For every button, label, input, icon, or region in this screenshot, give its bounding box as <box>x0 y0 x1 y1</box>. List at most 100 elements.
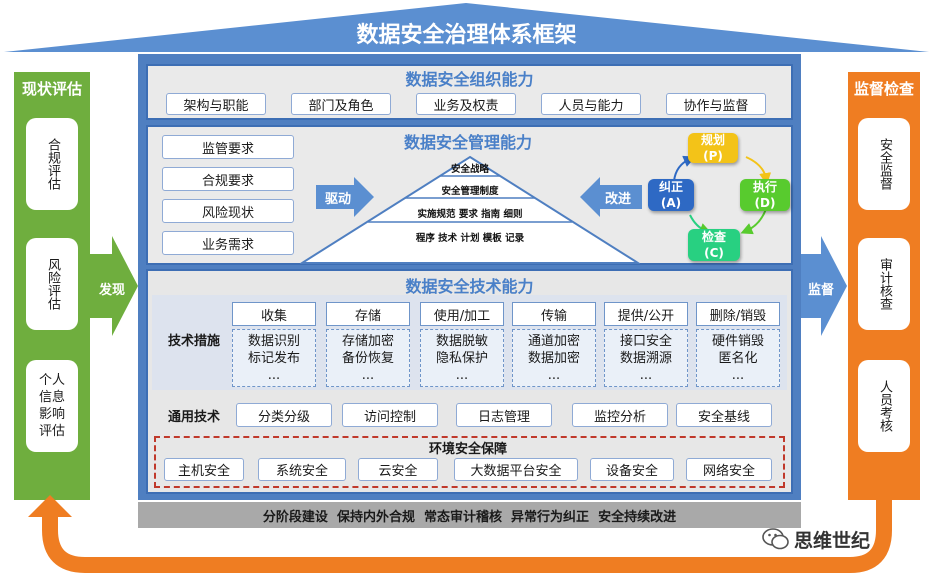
general-item: 分类分级 <box>236 403 332 427</box>
general-label: 通用技术 <box>167 409 220 425</box>
env-item: 设备安全 <box>590 458 674 481</box>
stage-body-line: 数据溯源 <box>619 350 672 366</box>
stage-body-line: 数据脱敏 <box>435 333 488 349</box>
pdca-do-name: 执行 <box>752 180 777 194</box>
general-item: 安全基线 <box>676 403 772 427</box>
stage-body-line: ... <box>547 367 561 383</box>
bottom-bar: 分阶段建设 保持内外合规 常态审计稽核 异常行为纠正 安全持续改进 <box>138 502 801 528</box>
pyramid-level: 程序 技术 计划 模板 记录 <box>415 233 525 244</box>
pdca-act-code: (A) <box>660 196 682 210</box>
stage-body-line: ... <box>455 367 469 383</box>
env-item: 云安全 <box>358 458 438 481</box>
optimize-label: 优化改进 <box>440 540 489 555</box>
stage-head: 删除/销毁 <box>696 302 780 326</box>
general-item: 监控分析 <box>572 403 668 427</box>
right-item-text: 人员考核 <box>877 380 892 432</box>
stage-body-line: ... <box>267 367 281 383</box>
wechat-icon <box>762 528 789 550</box>
stage-body: 数据识别 标记发布 ... <box>232 329 316 387</box>
left-item: 个人信息影响评估 <box>26 360 78 452</box>
discover-label: 发现 <box>98 282 125 298</box>
stage-head: 存储 <box>326 302 410 326</box>
roof: 数据安全治理体系框架 <box>0 0 933 60</box>
org-item: 人员与能力 <box>541 93 641 115</box>
stage-head: 使用/加工 <box>420 302 504 326</box>
stage-body-line: ... <box>639 367 653 383</box>
stage-head: 收集 <box>232 302 316 326</box>
stage-body-line: 硬件销毁 <box>711 333 764 349</box>
org-item: 业务及权责 <box>416 93 516 115</box>
left-item: 风险评估 <box>26 238 78 330</box>
right-item: 审计核查 <box>858 238 910 330</box>
stage-body-line: 隐私保护 <box>435 350 488 366</box>
pdca-plan-code: (P) <box>703 149 723 163</box>
stage-body-line: 数据加密 <box>527 350 580 366</box>
pdca-check: 检查 (C) <box>688 229 740 261</box>
pdca-do-code: (D) <box>754 196 776 210</box>
left-item-text: 个人信息影响评估 <box>38 373 65 439</box>
pdca-plan-name: 规划 <box>700 133 725 147</box>
stage-body-line: 匿名化 <box>718 350 758 366</box>
right-column: 监督检查 安全监督 审计核查 人员考核 <box>848 72 920 500</box>
general-item: 日志管理 <box>456 403 552 427</box>
watermark: 思维世纪 <box>762 524 912 554</box>
optimize-loop-arrow-icon <box>28 495 892 573</box>
stage-head: 传输 <box>512 302 596 326</box>
env-item: 系统安全 <box>258 458 346 481</box>
stage-body-line: 数据识别 <box>247 333 300 349</box>
supervise-arrow-icon <box>801 236 847 336</box>
requirement-item: 合规要求 <box>162 167 294 191</box>
mgmt-title: 数据安全管理能力 <box>403 133 532 152</box>
tech-title: 数据安全技术能力 <box>405 277 534 296</box>
pyramid-level: 安全战略 <box>450 164 489 175</box>
pdca-plan: 规划 (P) <box>688 133 738 163</box>
drive-arrow-icon <box>316 177 374 217</box>
pdca-check-name: 检查 <box>701 230 726 244</box>
right-item: 人员考核 <box>858 360 910 452</box>
right-column-title: 监督检查 <box>853 79 914 98</box>
tech-section: 数据安全技术能力 技术措施 收集 数据识别 标记发布 ... 存储 存储加密 备… <box>146 269 793 494</box>
left-item-text: 风险评估 <box>45 258 60 310</box>
stage-body-line: 标记发布 <box>247 350 300 366</box>
watermark-text: 思维世纪 <box>794 530 871 552</box>
org-item: 部门及角色 <box>291 93 391 115</box>
pdca-do: 执行 (D) <box>740 179 790 211</box>
right-item: 安全监督 <box>858 118 910 210</box>
stage-body-line: 接口安全 <box>619 333 672 349</box>
pyramid-level: 安全管理制度 <box>441 186 499 197</box>
pyramid-level: 实施规范 要求 指南 细则 <box>417 209 523 220</box>
left-column-title: 现状评估 <box>21 79 82 98</box>
stage-body: 数据脱敏 隐私保护 ... <box>420 329 504 387</box>
requirement-item: 业务需求 <box>162 231 294 255</box>
env-item: 网络安全 <box>686 458 772 481</box>
env-title: 环境安全保障 <box>428 441 507 457</box>
stage-body: 通道加密 数据加密 ... <box>512 329 596 387</box>
discover-arrow-icon <box>90 236 138 336</box>
general-item: 访问控制 <box>342 403 438 427</box>
pdca-act-name: 纠正 <box>658 180 683 194</box>
supervise-label: 监督 <box>807 282 834 298</box>
page-title: 数据安全治理体系框架 <box>356 23 577 48</box>
org-item: 协作与监督 <box>666 93 766 115</box>
stage-body: 存储加密 备份恢复 ... <box>326 329 410 387</box>
right-item-text: 安全监督 <box>877 138 892 190</box>
org-section: 数据安全组织能力 架构与职能 部门及角色 业务及权责 人员与能力 协作与监督 <box>146 64 793 120</box>
stage-body-line: 通道加密 <box>527 333 580 349</box>
measures-label: 技术措施 <box>167 333 220 349</box>
requirement-item: 监管要求 <box>162 135 294 159</box>
left-item: 合规评估 <box>26 118 78 210</box>
left-column: 现状评估 合规评估 风险评估 个人信息影响评估 <box>14 72 90 500</box>
drive-label: 驱动 <box>324 191 351 207</box>
env-item: 主机安全 <box>164 458 244 481</box>
mgmt-section: 数据安全管理能力 监管要求 合规要求 风险现状 业务需求 驱动 安全战略 安全管… <box>146 125 793 265</box>
improve-arrow-icon <box>580 177 642 217</box>
stage-body-line: ... <box>361 367 375 383</box>
left-item-text: 合规评估 <box>45 138 60 190</box>
stage-body-line: 存储加密 <box>341 333 394 349</box>
org-title: 数据安全组织能力 <box>405 70 534 89</box>
stage-body: 接口安全 数据溯源 ... <box>604 329 688 387</box>
pyramid-diagram <box>300 155 640 264</box>
stage-head: 提供/公开 <box>604 302 688 326</box>
pdca-check-code: (C) <box>704 246 724 260</box>
right-item-text: 审计核查 <box>877 258 892 310</box>
